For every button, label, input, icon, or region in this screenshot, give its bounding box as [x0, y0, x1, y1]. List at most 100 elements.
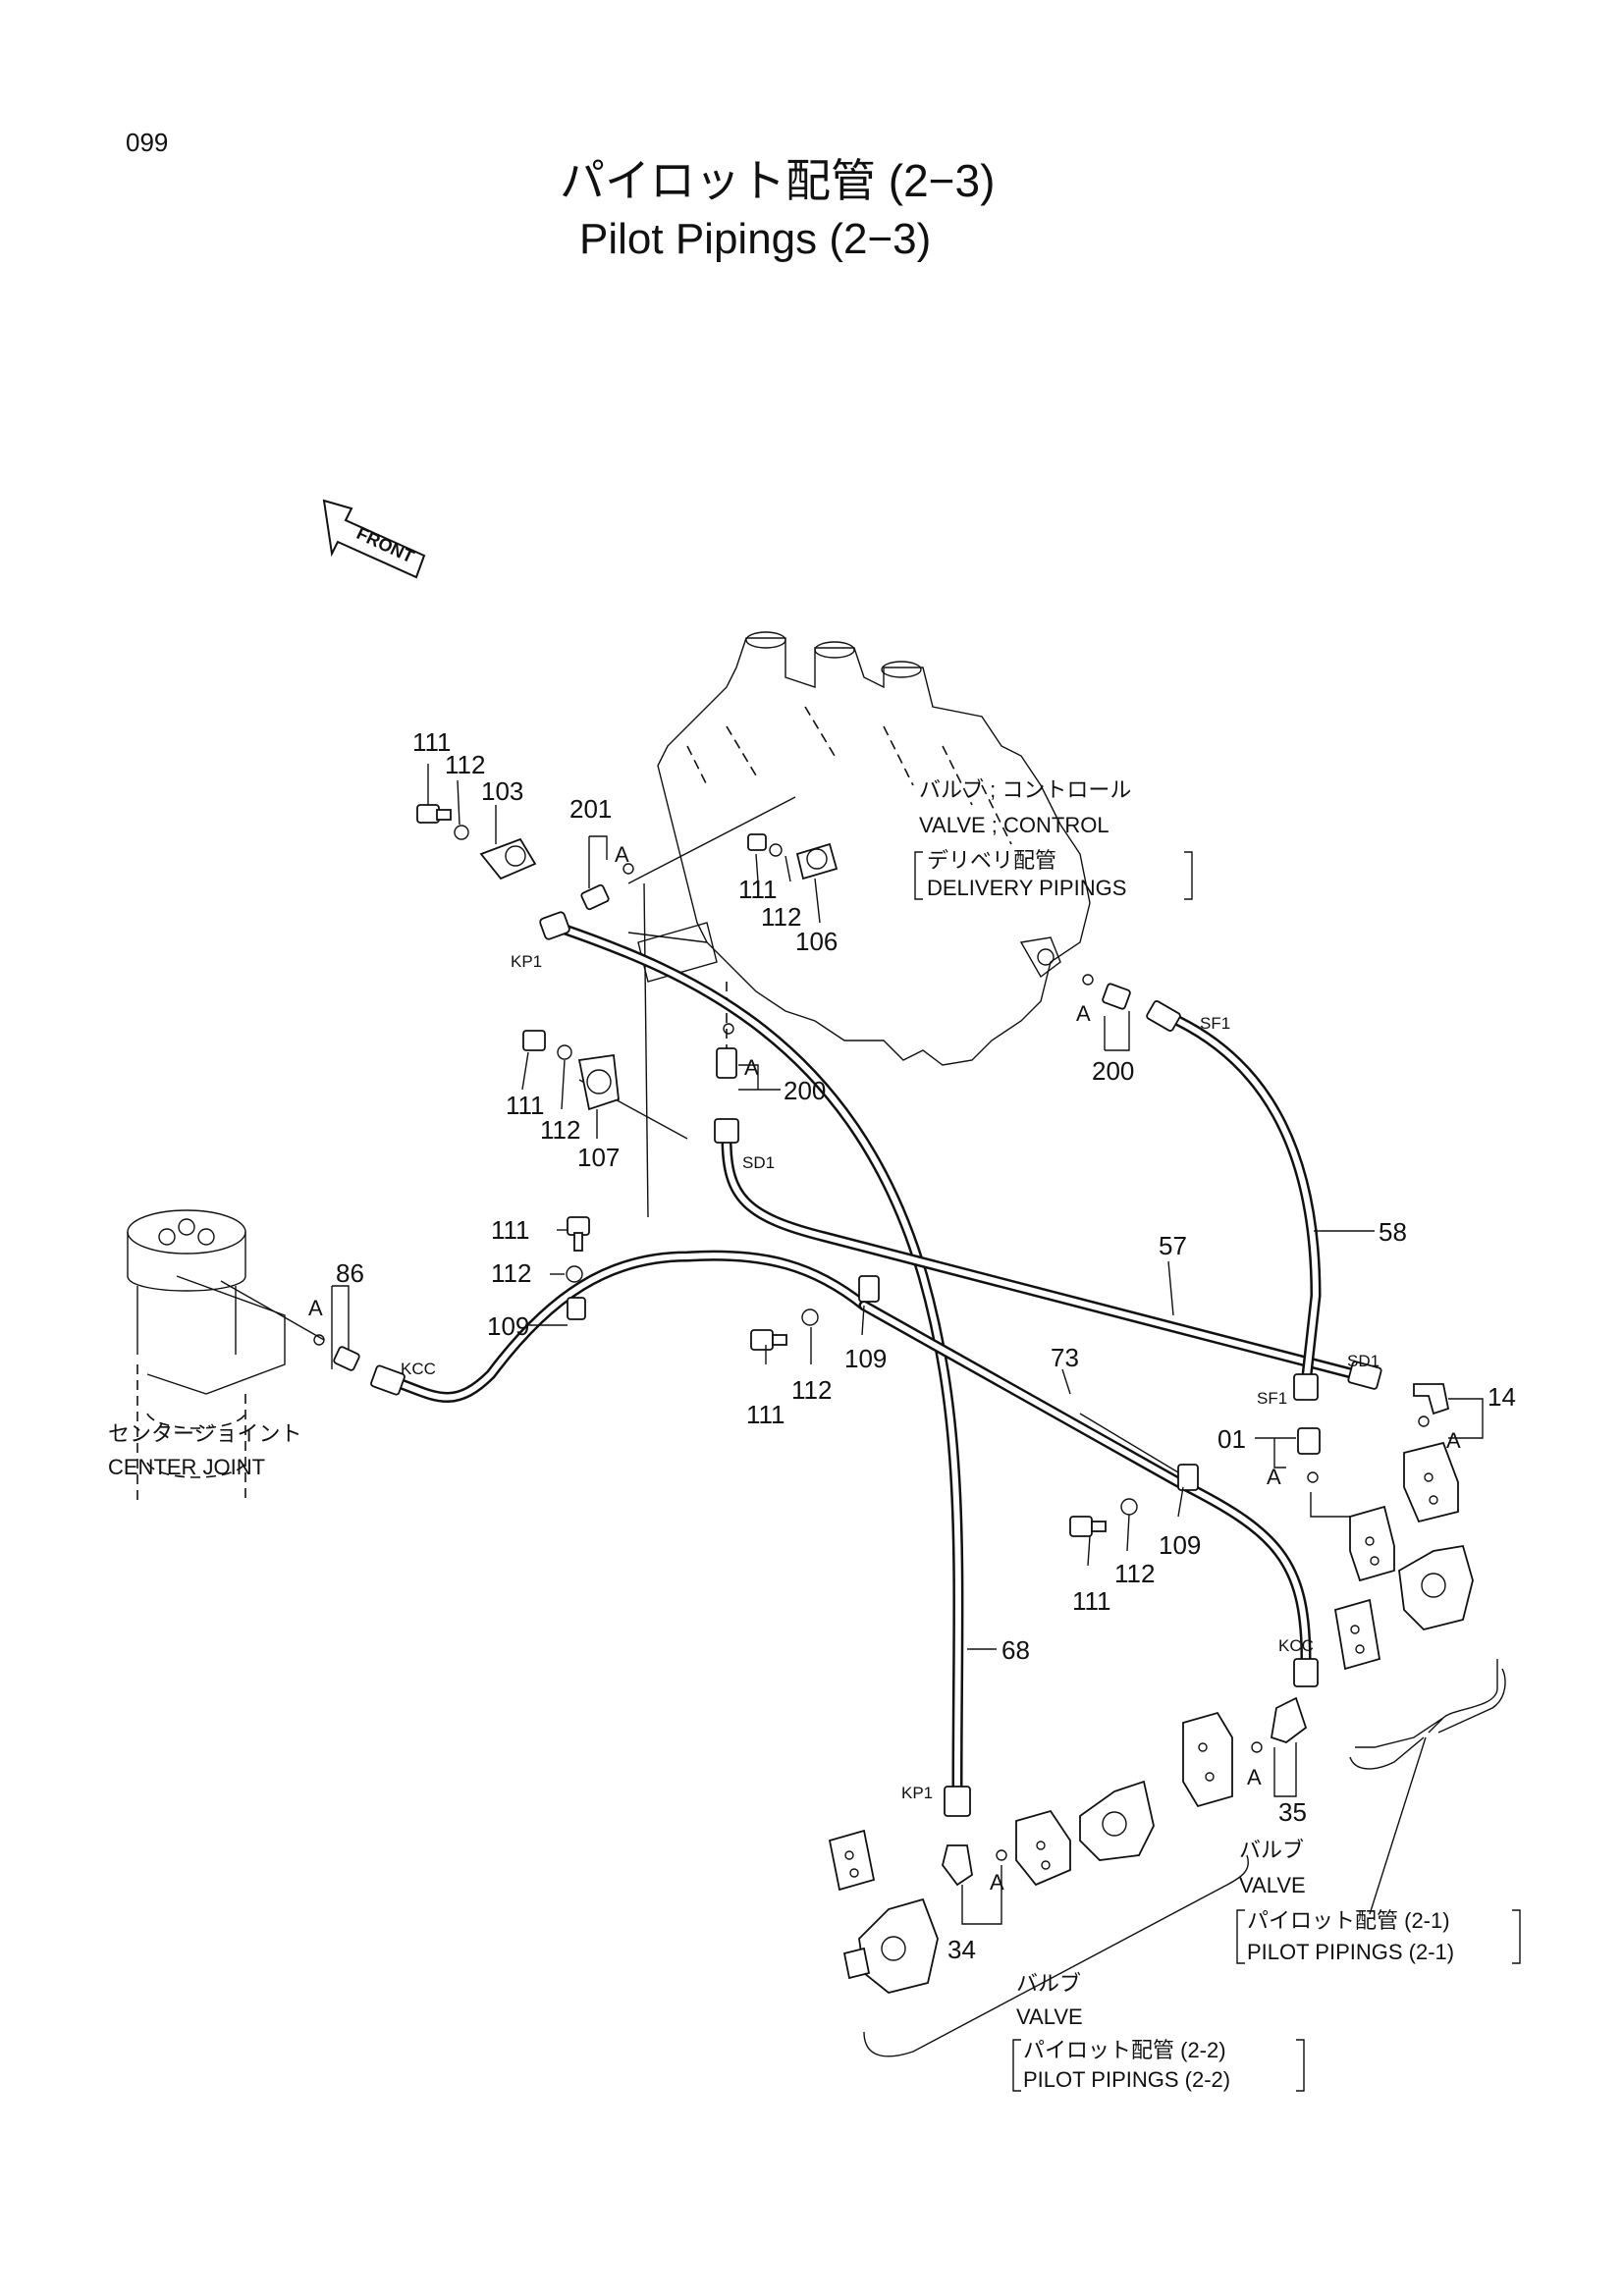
pipe-86-kcc [382, 1250, 870, 1403]
part-111-f: 111 [1072, 1586, 1111, 1616]
delivery-piping-label-en: DELIVERY PIPINGS [927, 876, 1126, 900]
fitting-34 [942, 1844, 973, 1887]
part-109-b: 109 [844, 1344, 887, 1373]
part-68: 68 [1001, 1635, 1030, 1665]
a-mark-200b: A [1076, 1001, 1091, 1026]
part-111-e: 111 [746, 1400, 785, 1429]
bolt-111d [567, 1216, 590, 1252]
a-mark-86: A [308, 1296, 323, 1320]
washer-112e [801, 1308, 819, 1326]
pilot-2-1-label-jp: パイロット配管 (2-1) [1247, 1908, 1450, 1933]
center-joint-label-jp: センタージョイント [108, 1421, 302, 1446]
clamp-106 [795, 842, 839, 881]
bolt-111a [416, 804, 452, 824]
port-kcc-right: KCC [1278, 1636, 1314, 1655]
a-mark-01: A [1267, 1465, 1281, 1489]
washer-112f [1120, 1498, 1138, 1516]
pilot-valve-2-2-a [1182, 1711, 1233, 1808]
fitting-14 [1413, 1383, 1450, 1415]
clamp-109a [567, 1297, 586, 1320]
fitting-201 [580, 883, 610, 911]
part-35: 35 [1278, 1797, 1307, 1827]
part-86: 86 [336, 1258, 364, 1288]
front-arrow-icon: FRONT [322, 499, 426, 579]
washer-112d [566, 1265, 583, 1283]
part-107: 107 [577, 1143, 620, 1172]
part-14: 14 [1488, 1382, 1516, 1412]
fitting-sd1-right [1347, 1361, 1382, 1390]
port-sd1-right: SD1 [1347, 1352, 1380, 1370]
clamp-107 [577, 1053, 620, 1111]
part-34: 34 [947, 1935, 976, 1964]
part-200-b: 200 [1092, 1056, 1134, 1086]
valve-2-1-label-en: VALVE [1239, 1873, 1306, 1897]
washer-112b [769, 843, 783, 857]
part-109-c: 109 [1159, 1530, 1201, 1560]
a-mark-14: A [1446, 1428, 1461, 1453]
clamp-103 [479, 837, 537, 881]
control-valve-label-en: VALVE ; CONTROL [919, 813, 1109, 837]
bolt-111f [1069, 1516, 1107, 1537]
fitting-kp1-top [539, 911, 570, 940]
part-111-d: 111 [491, 1215, 530, 1245]
pilot-valve-2-1-c [1398, 1544, 1474, 1630]
pilot-valve-2-2-c [1079, 1780, 1155, 1861]
washer-112c [557, 1044, 572, 1060]
front-label: FRONT [353, 523, 417, 566]
control-valve-body [657, 631, 1091, 1066]
part-111-a: 111 [412, 727, 452, 757]
fitting-kp1-bottom [944, 1786, 971, 1817]
a-mark-200a: A [744, 1055, 759, 1080]
pilot-2-2-label-en: PILOT PIPINGS (2-2) [1023, 2067, 1230, 2092]
valve-2-2-label-en: VALVE [1016, 2004, 1083, 2029]
pilot-valve-2-2-e [842, 1897, 939, 1994]
fitting-kcc-right [1293, 1658, 1319, 1687]
pilot-valve-2-2-b [1015, 1809, 1071, 1887]
bolt-111c [522, 1030, 546, 1051]
part-73: 73 [1051, 1343, 1079, 1372]
a-mark-34: A [990, 1870, 1004, 1895]
title-japanese: パイロット配管 (2−3) [560, 155, 995, 206]
pipe-73 [858, 1300, 1312, 1665]
port-kp1-top: KP1 [511, 952, 542, 971]
pipe-57 [721, 1133, 1361, 1380]
part-200-a: 200 [784, 1076, 826, 1105]
pipe-68 [554, 922, 964, 1792]
bolt-111b [747, 833, 767, 851]
pipe-58 [1172, 1015, 1322, 1390]
part-201: 201 [569, 794, 612, 824]
fitting-200a [716, 1047, 737, 1079]
port-sd1-top: SD1 [742, 1153, 775, 1172]
pilot-valve-2-1-b [1403, 1441, 1459, 1523]
fitting-sd1-top [714, 1118, 739, 1144]
part-112-e: 112 [791, 1375, 832, 1405]
clamp-109c [1177, 1464, 1199, 1491]
clamp-109b [858, 1275, 880, 1303]
page-number: 099 [126, 128, 168, 157]
part-111-c: 111 [506, 1091, 545, 1120]
title-english: Pilot Pipings (2−3) [579, 215, 931, 263]
part-111-b: 111 [738, 875, 778, 904]
fitting-sf1-right [1293, 1373, 1319, 1401]
fitting-sf1-top [1146, 1000, 1181, 1032]
pilot-valve-2-1-d [1333, 1598, 1381, 1671]
port-kcc-left: KCC [401, 1360, 436, 1378]
fitting-200b [1102, 983, 1131, 1010]
fitting-01 [1297, 1427, 1321, 1455]
pilot-valve-2-1-a [1349, 1505, 1395, 1582]
pilot-2-2-label-jp: パイロット配管 (2-2) [1023, 2038, 1226, 2062]
part-103: 103 [481, 776, 523, 806]
pilot-valve-2-2-d [828, 1829, 876, 1892]
part-01: 01 [1217, 1424, 1246, 1454]
part-109-a: 109 [487, 1311, 529, 1341]
fitting-86 [333, 1346, 360, 1371]
part-112-b: 112 [761, 902, 801, 932]
fitting-35 [1270, 1696, 1308, 1744]
center-joint-label-en: CENTER JOINT [108, 1455, 265, 1479]
part-112-f: 112 [1114, 1559, 1155, 1588]
part-112-d: 112 [491, 1258, 531, 1288]
fitting-kcc-left [370, 1364, 406, 1396]
port-sf1-top: SF1 [1200, 1014, 1230, 1033]
